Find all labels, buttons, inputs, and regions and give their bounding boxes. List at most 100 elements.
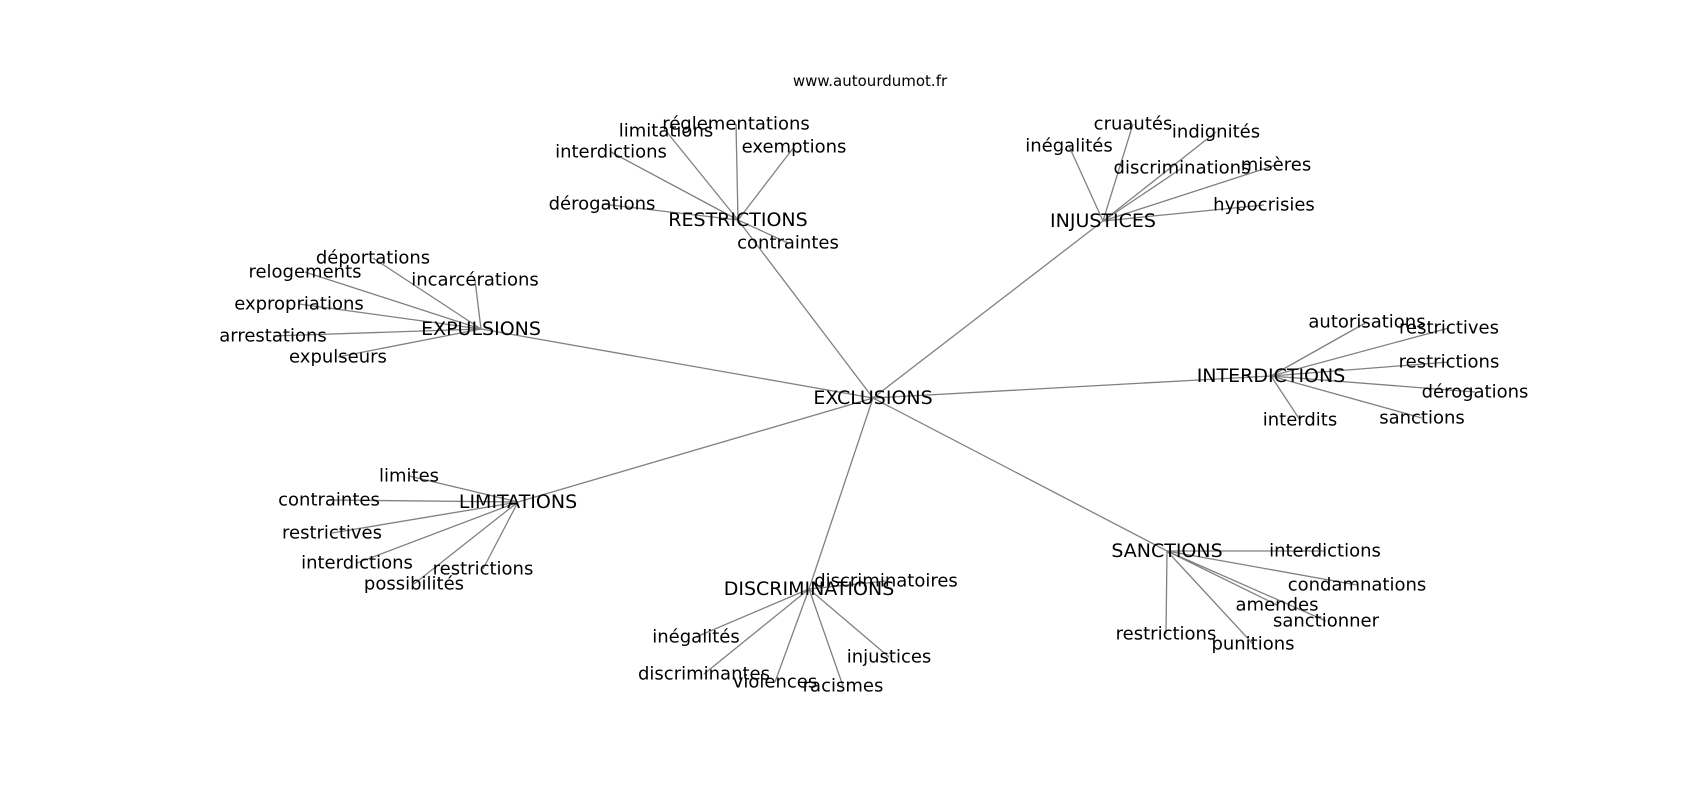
edge-discriminations-leaf-1: [695, 588, 810, 638]
leaf-label-limitations-3: interdictions: [301, 553, 413, 574]
edge-restrictions-leaf-4: [601, 203, 739, 221]
leaf-label-restrictions-5: contraintes: [737, 233, 839, 254]
leaf-label-expulsions-5: expulseurs: [289, 347, 387, 368]
edge-expulsions-leaf-4: [272, 328, 482, 337]
leaf-label-sanctions-5: punitions: [1211, 634, 1294, 655]
edge-center-expulsions: [480, 328, 874, 399]
edge-interdictions-leaf-5: [1270, 375, 1301, 421]
edge-restrictions-leaf-1: [665, 130, 739, 221]
center-label: EXCLUSIONS: [813, 387, 932, 409]
hub-label-interdictions: INTERDICTIONS: [1197, 365, 1346, 387]
edge-expulsions-leaf-3: [298, 303, 482, 330]
edge-interdictions-leaf-0: [1270, 321, 1368, 377]
hub-label-expulsions: EXPULSIONS: [421, 318, 541, 340]
leaf-label-limitations-4: restrictions: [433, 559, 534, 580]
leaf-label-discriminations-1: inégalités: [652, 627, 739, 648]
leaf-label-restrictions-4: dérogations: [549, 194, 656, 215]
hub-label-limitations: LIMITATIONS: [459, 491, 577, 513]
edge-limitations-leaf-0: [408, 475, 519, 503]
edge-injustices-leaf-2: [1068, 145, 1104, 222]
leaf-label-injustices-0: cruautés: [1094, 114, 1173, 135]
leaf-label-expulsions-2: incarcérations: [411, 270, 539, 291]
leaf-label-interdictions-3: dérogations: [1422, 382, 1529, 403]
edge-restrictions-leaf-0: [735, 123, 739, 221]
leaf-label-sanctions-2: amendes: [1236, 595, 1319, 616]
edge-restrictions-leaf-3: [737, 146, 795, 221]
edge-limitations-leaf-3: [356, 501, 519, 564]
edge-expulsions-leaf-2: [474, 279, 482, 330]
leaf-label-expulsions-3: expropriations: [234, 294, 364, 315]
edge-center-limitations: [517, 397, 874, 503]
edge-expulsions-leaf-0: [372, 257, 482, 330]
edge-center-injustices: [872, 220, 1104, 399]
leaf-label-sanctions-4: restrictions: [1116, 624, 1217, 645]
leaf-label-discriminations-3: violences: [733, 672, 818, 693]
edge-sanctions-leaf-2: [1166, 550, 1278, 606]
leaf-label-restrictions-3: exemptions: [742, 137, 847, 158]
leaf-label-interdictions-5: interdits: [1263, 410, 1338, 431]
edge-interdictions-leaf-4: [1270, 375, 1423, 419]
edge-center-discriminations: [808, 397, 874, 590]
leaf-label-interdictions-4: sanctions: [1379, 408, 1465, 429]
edge-sanctions-leaf-3: [1166, 550, 1327, 622]
leaf-label-limitations-2: restrictives: [282, 523, 382, 544]
hub-label-sanctions: SANCTIONS: [1111, 540, 1222, 562]
leaf-label-limitations-1: contraintes: [278, 490, 380, 511]
leaf-label-discriminations-2: discriminantes: [638, 664, 770, 685]
leaf-label-interdictions-2: restrictions: [1399, 352, 1500, 373]
edge-discriminations-leaf-3: [774, 588, 810, 683]
edge-injustices-leaf-0: [1102, 123, 1134, 222]
edge-interdictions-leaf-1: [1270, 327, 1450, 377]
edge-limitations-leaf-2: [331, 501, 519, 534]
leaf-label-expulsions-4: arrestations: [219, 326, 327, 347]
edge-discriminations-leaf-0: [808, 580, 887, 590]
leaf-label-discriminations-0: discriminatoires: [814, 571, 958, 592]
edge-expulsions-leaf-1: [304, 271, 482, 330]
edge-limitations-leaf-4: [482, 501, 519, 570]
edge-discriminations-leaf-5: [808, 588, 890, 658]
source-url: www.autourdumot.fr: [792, 72, 948, 90]
edges-layer: [272, 123, 1476, 687]
edge-injustices-leaf-1: [1102, 131, 1217, 222]
hub-label-restrictions: RESTRICTIONS: [668, 209, 807, 231]
edge-interdictions-leaf-2: [1270, 361, 1450, 377]
leaf-label-expulsions-1: relogements: [248, 262, 361, 283]
leaf-label-sanctions-1: condamnations: [1288, 575, 1427, 596]
hub-label-discriminations: DISCRIMINATIONS: [724, 578, 895, 600]
edge-sanctions-leaf-5: [1166, 550, 1254, 645]
edge-injustices-leaf-3: [1102, 167, 1183, 222]
leaf-label-discriminations-5: injustices: [847, 647, 932, 668]
leaf-label-injustices-2: inégalités: [1025, 136, 1112, 157]
edge-expulsions-leaf-5: [337, 328, 482, 358]
leaf-label-injustices-5: hypocrisies: [1213, 195, 1315, 216]
leaf-label-injustices-4: misères: [1241, 155, 1311, 176]
leaf-label-limitations-5: possibilités: [364, 574, 464, 595]
edge-limitations-leaf-1: [328, 499, 519, 503]
edge-discriminations-leaf-4: [808, 588, 844, 687]
edge-interdictions-leaf-3: [1270, 375, 1476, 393]
leaf-label-restrictions-1: limitations: [619, 121, 713, 142]
edge-center-interdictions: [872, 375, 1272, 399]
edge-sanctions-leaf-4: [1165, 550, 1168, 635]
edge-restrictions-leaf-2: [610, 151, 739, 221]
edge-discriminations-leaf-2: [703, 588, 810, 675]
edge-center-sanctions: [872, 397, 1168, 552]
edge-injustices-leaf-4: [1102, 164, 1277, 222]
leaf-label-limitations-0: limites: [379, 466, 439, 487]
edge-restrictions-leaf-5: [737, 219, 789, 244]
edge-limitations-leaf-5: [413, 501, 519, 585]
edge-sanctions-leaf-1: [1166, 550, 1358, 586]
edge-center-restrictions: [737, 219, 874, 399]
leaf-label-discriminations-4: racismes: [803, 676, 884, 697]
leaf-label-injustices-1: indignités: [1172, 122, 1260, 143]
hub-label-injustices: INJUSTICES: [1050, 210, 1156, 232]
leaf-label-interdictions-0: autorisations: [1308, 312, 1425, 333]
leaf-label-sanctions-0: interdictions: [1269, 541, 1381, 562]
leaf-label-injustices-3: discriminations: [1114, 158, 1251, 179]
leaf-label-restrictions-2: interdictions: [555, 142, 667, 163]
edge-injustices-leaf-5: [1102, 204, 1265, 222]
leaf-label-expulsions-0: déportations: [316, 248, 430, 269]
leaf-label-interdictions-1: restrictives: [1399, 318, 1499, 339]
leaf-label-sanctions-3: sanctionner: [1273, 611, 1380, 632]
